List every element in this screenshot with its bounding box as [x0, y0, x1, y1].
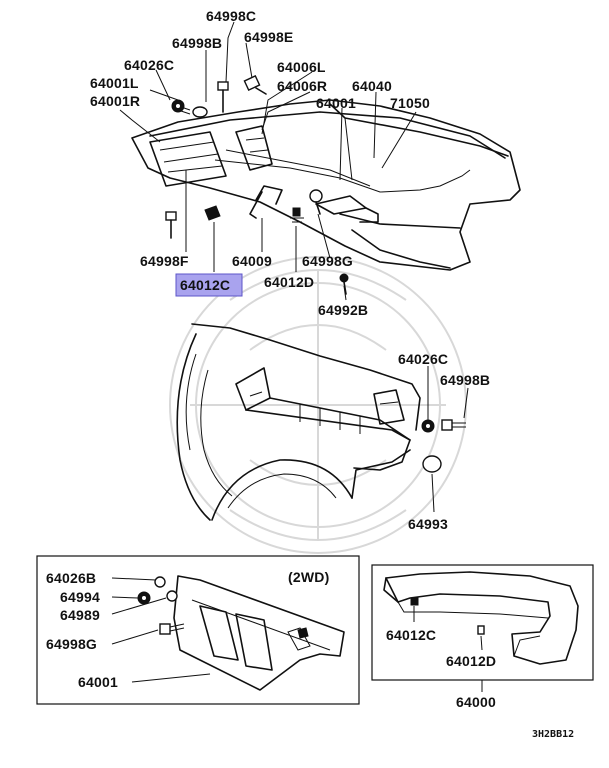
- label-64998G-top: 64998G: [302, 253, 353, 269]
- label-64012C-box: 64012C: [386, 627, 436, 643]
- label-64998G-box: 64998G: [46, 636, 97, 652]
- fasteners-assy: [410, 597, 485, 635]
- washer-icon: [421, 419, 435, 433]
- vehicle-rear-quarter: [176, 323, 421, 521]
- clip-icon: [410, 597, 419, 606]
- label-64000: 64000: [456, 694, 496, 710]
- clip-icon: [297, 627, 309, 639]
- bumper-assy: [383, 571, 579, 665]
- screw-icon: [339, 273, 349, 295]
- bolt-icon: [309, 189, 323, 215]
- leader-lines-top: [119, 21, 417, 301]
- label-64992B: 64992B: [318, 302, 368, 318]
- label-64989: 64989: [60, 607, 100, 623]
- inset-box-2wd: [36, 555, 360, 705]
- clip-icon: [290, 207, 304, 223]
- label-64998F: 64998F: [140, 253, 189, 269]
- bracket-2wd: [173, 575, 345, 691]
- label-64026B: 64026B: [46, 570, 96, 586]
- labels-2wd: 64026B 64994 64989 64998G 64001 (2WD): [46, 569, 329, 690]
- label-64006L: 64006L: [277, 59, 326, 75]
- label-64998E: 64998E: [244, 29, 293, 45]
- label-71050: 71050: [390, 95, 430, 111]
- bolt-icon: [243, 75, 267, 95]
- bolt-icon: [165, 211, 177, 239]
- label-64001-top: 64001: [316, 95, 356, 111]
- label-64994: 64994: [60, 589, 100, 605]
- clip-icon: [204, 205, 221, 221]
- label-64998B-mid: 64998B: [440, 372, 490, 388]
- label-64998B-top: 64998B: [172, 35, 222, 51]
- leader-lines-assy: [413, 606, 483, 692]
- washer-icon: [171, 99, 185, 113]
- label-64006R: 64006R: [277, 78, 327, 94]
- label-64012D-top: 64012D: [264, 274, 314, 290]
- label-64001L: 64001L: [90, 75, 139, 91]
- bolt-icon: [159, 623, 185, 635]
- bracket-icon: [249, 185, 283, 219]
- label-64993: 64993: [408, 516, 448, 532]
- washer-icon: [154, 576, 166, 588]
- watermark-emblem: [169, 256, 467, 554]
- leader-lines-middle: [427, 366, 469, 513]
- highlight-box: [175, 273, 243, 297]
- label-64001R: 64001R: [90, 93, 140, 109]
- label-64040: 64040: [352, 78, 392, 94]
- cap-icon: [422, 455, 442, 473]
- fasteners-top: [165, 75, 349, 295]
- label-64012D-box: 64012D: [446, 653, 496, 669]
- labels-middle: 64026C 64998B 64993: [398, 351, 490, 532]
- label-64001-box: 64001: [78, 674, 118, 690]
- labels-assy: 64012C 64012D 64000: [386, 627, 496, 710]
- nut-icon: [137, 591, 151, 605]
- note-2wd: (2WD): [288, 569, 329, 585]
- label-64026C-mid: 64026C: [398, 351, 448, 367]
- label-64998C: 64998C: [206, 8, 256, 24]
- leader-lines-2wd: [111, 577, 211, 683]
- label-64009: 64009: [232, 253, 272, 269]
- labels-top: 64998C 64998B 64998E 64026C 64006L 64001…: [90, 8, 430, 318]
- label-64026C-top: 64026C: [124, 57, 174, 73]
- fasteners-middle: [421, 419, 466, 473]
- rear-bumper-assembly: [131, 99, 521, 271]
- washer-icon: [166, 590, 178, 602]
- screw-icon: [441, 419, 466, 431]
- label-64012C-top: 64012C: [180, 277, 230, 293]
- clip-icon: [477, 625, 485, 635]
- bolt-icon: [217, 81, 229, 113]
- diagram-code: 3H2BB12: [532, 729, 574, 740]
- fasteners-2wd: [137, 576, 309, 639]
